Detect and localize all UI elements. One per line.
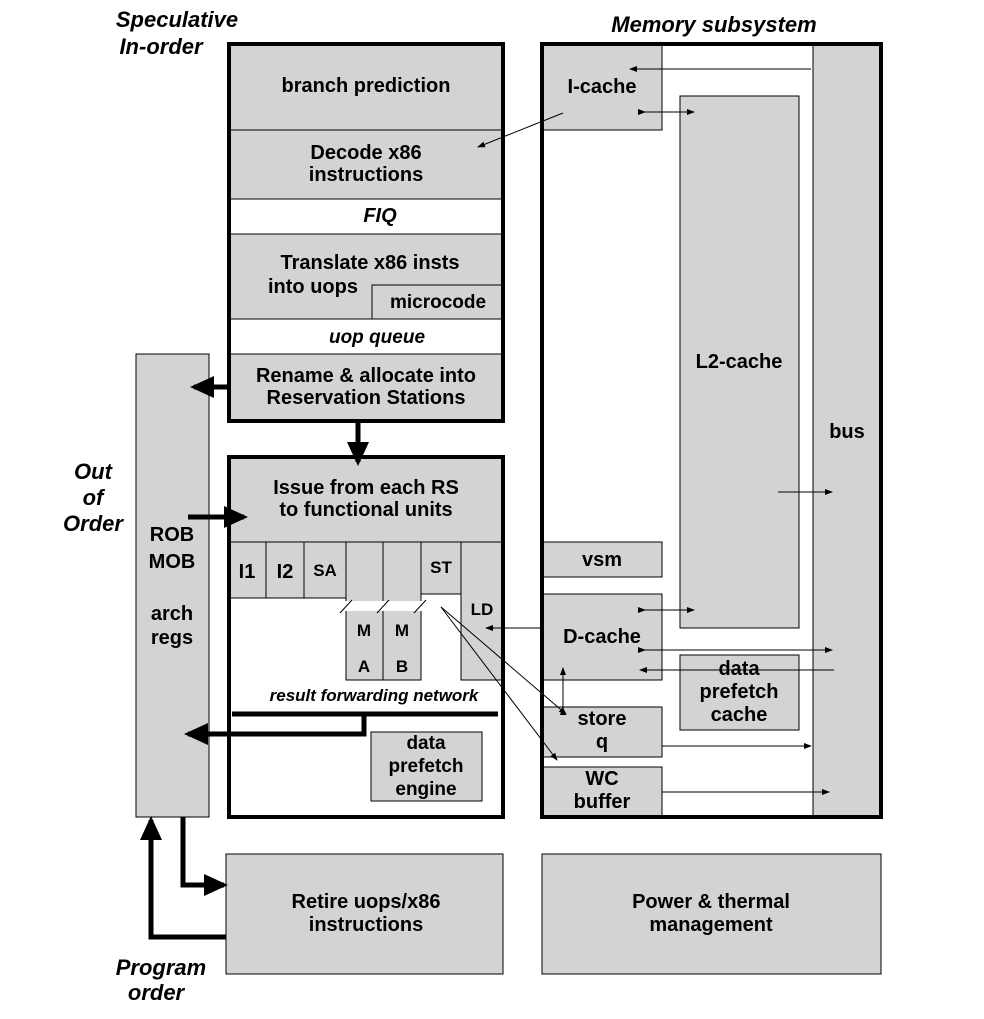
retire-to-rob-arrow: [140, 816, 226, 940]
prefetch-cache-line1: data: [718, 658, 760, 680]
prefetch-engine-line3: engine: [395, 779, 456, 800]
icache-label: I-cache: [568, 76, 637, 98]
retire-label-line1: Retire uops/x86: [292, 891, 441, 913]
rename-label-line1: Rename & allocate into: [256, 365, 476, 387]
unit-st: [420, 541, 462, 595]
issue-label-line1: Issue from each RS: [273, 477, 459, 499]
prefetch-engine-line1: data: [406, 733, 446, 754]
unit-st-label: ST: [430, 558, 452, 577]
issue-label-line2: to functional units: [279, 499, 452, 521]
unit-sa-label: SA: [313, 561, 337, 580]
store-q-line1: store: [578, 708, 627, 730]
bus-block: [812, 43, 882, 818]
rob-mob-archregs-block: [135, 353, 210, 818]
unit-ld-label: LD: [471, 600, 494, 619]
dcache-label: D-cache: [563, 626, 641, 648]
result-forwarding-label: result forwarding network: [270, 686, 480, 705]
frontend-frame: [227, 42, 505, 423]
wc-buffer-block: [541, 766, 663, 818]
power-thermal-block: [541, 853, 882, 975]
forwarding-to-rob-arrow: [184, 714, 367, 745]
prefetch-cache-line3: cache: [711, 704, 768, 726]
heading-program-line1: Program: [116, 955, 206, 980]
rob-label-line1: ROB: [150, 524, 194, 546]
power-label-line2: management: [649, 914, 773, 936]
st-to-store-q-arrow: [440, 606, 567, 715]
store-q-line2: q: [596, 731, 608, 753]
wc-buffer-line1: WC: [585, 768, 618, 790]
vsm-label: vsm: [582, 549, 622, 571]
microcode-label: microcode: [390, 292, 486, 313]
heading-out-line1: Out: [74, 459, 114, 484]
wc-buffer-line2: buffer: [574, 791, 631, 813]
translate-label-line1: Translate x86 insts: [281, 252, 460, 274]
unit-i2-label: I2: [277, 561, 294, 583]
fiq-block: [228, 198, 504, 235]
decode-label-line1: Decode x86: [310, 142, 421, 164]
unit-i1-label: I1: [239, 561, 256, 583]
retire-label-line2: instructions: [309, 914, 423, 936]
branch-prediction-label: branch prediction: [282, 75, 451, 97]
heading-speculative-line1: Speculative: [116, 7, 238, 32]
st-to-wc-buffer-arrow: [440, 606, 558, 761]
prefetch-engine-line2: prefetch: [389, 756, 464, 777]
store-q-block: [541, 706, 663, 758]
decode-block: [228, 129, 504, 200]
heading-out-line2: of: [83, 485, 106, 510]
l2-cache-block: [679, 95, 800, 629]
decode-label-line2: instructions: [309, 164, 423, 186]
mul-divider: [338, 601, 426, 611]
unit-sa: [303, 541, 347, 599]
translate-label-line2: into uops: [268, 276, 358, 298]
heading-out-line3: Order: [63, 511, 124, 536]
heading-memory-subsystem: Memory subsystem: [611, 12, 816, 37]
unit-mb-label-line2: B: [396, 657, 408, 676]
bus-label: bus: [829, 421, 865, 443]
unit-i1: [228, 541, 267, 599]
vsm-block: [541, 541, 663, 578]
uop-queue-label: uop queue: [329, 327, 425, 348]
unit-mb-label-line1: M: [395, 621, 409, 640]
branch-prediction-block: [228, 43, 504, 131]
data-prefetch-engine-block: [370, 731, 483, 802]
rob-label-line4: arch: [151, 603, 193, 625]
rob-label-line5: regs: [151, 627, 193, 649]
unit-ld: [460, 541, 504, 681]
icache-to-decode-arrow: [477, 112, 564, 148]
heading-speculative-line2: In-order: [119, 34, 204, 59]
rob-to-retire-arrow: [180, 817, 228, 896]
unit-ma-label-line2: A: [358, 657, 370, 676]
prefetch-cache-line2: prefetch: [700, 681, 779, 703]
rename-label-line2: Reservation Stations: [267, 387, 466, 409]
rob-label-line2: MOB: [149, 551, 196, 573]
mul-divider-break-marks: [339, 599, 427, 614]
power-label-line1: Power & thermal: [632, 891, 790, 913]
heading-program-line2: order: [128, 980, 186, 1005]
retire-block: [225, 853, 504, 975]
fiq-label: FIQ: [363, 205, 397, 227]
icache-block: [541, 43, 663, 131]
unit-ma-label-line1: M: [357, 621, 371, 640]
data-prefetch-cache-block: [679, 654, 800, 731]
l2-cache-label: L2-cache: [696, 351, 783, 373]
memory-subsystem-frame: [540, 42, 883, 819]
